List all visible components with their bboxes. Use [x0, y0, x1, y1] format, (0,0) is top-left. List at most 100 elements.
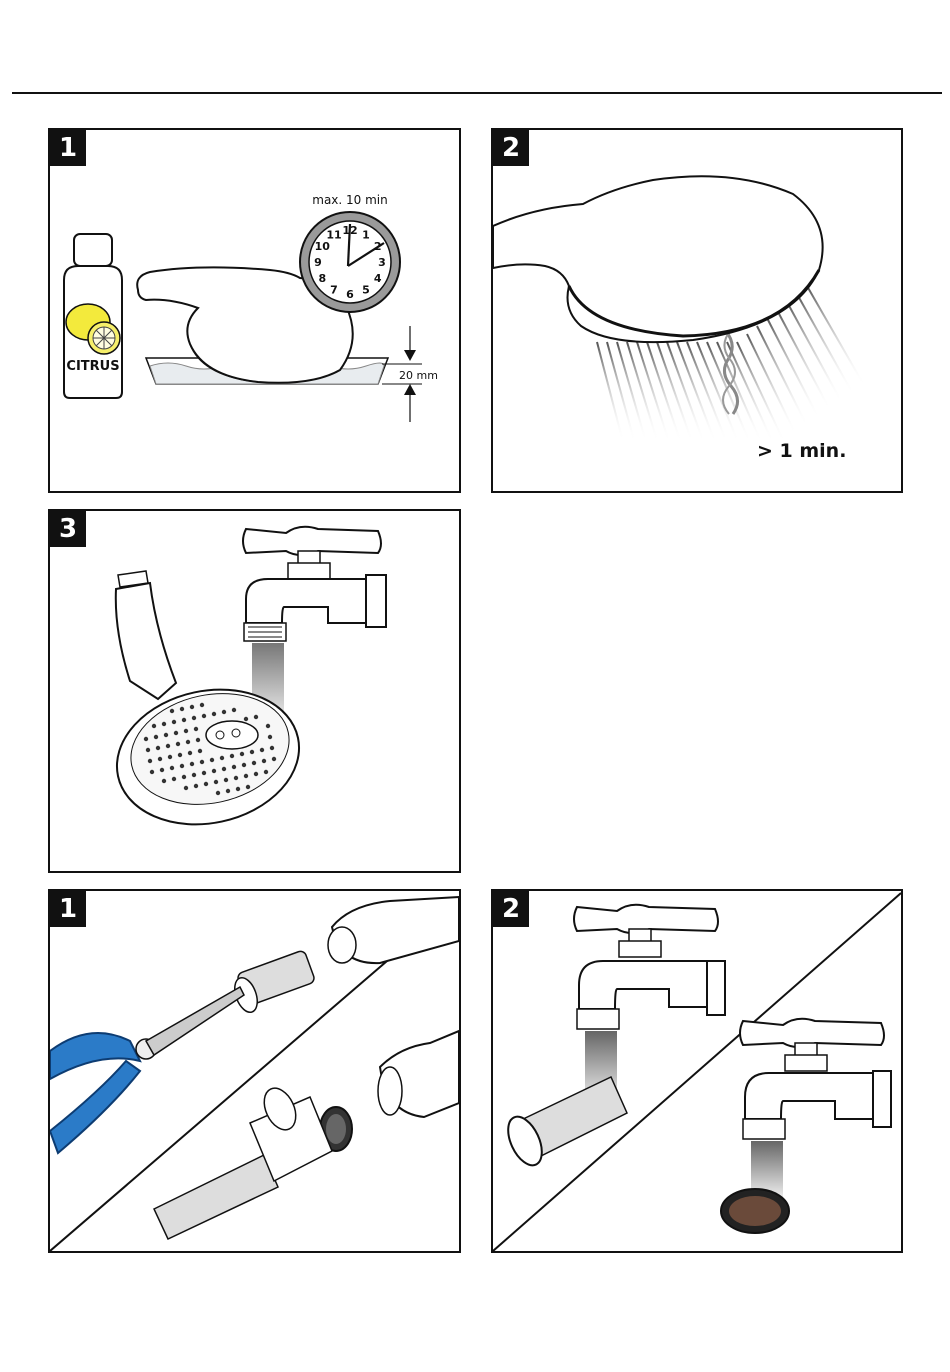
panel-step-1-soak: 1 CITRUS max. 10 min: [48, 128, 461, 493]
filter-screen: [721, 1189, 789, 1233]
nozzle-hole: [226, 789, 230, 793]
nozzle-hole: [184, 729, 188, 733]
nozzle-hole: [240, 752, 244, 756]
nozzle-hole: [180, 764, 184, 768]
clock-numeral: 3: [378, 256, 386, 269]
bottle-label: CITRUS: [66, 359, 119, 374]
clock: max. 10 min 121234567891011: [300, 193, 400, 312]
nozzle-hole: [166, 744, 170, 748]
filter-removal-illustration: [50, 891, 459, 1251]
nozzle-hole: [212, 712, 216, 716]
clock-numeral: 8: [318, 272, 326, 285]
nozzle-hole: [170, 709, 174, 713]
nozzle-hole: [210, 758, 214, 762]
filter-body: [154, 1083, 332, 1239]
step-number-badge: 2: [493, 130, 529, 166]
filter-insert-top: [230, 950, 315, 1016]
nozzle-hole: [232, 765, 236, 769]
nozzle-hole: [212, 769, 216, 773]
nozzle-hole: [246, 785, 250, 789]
spray-stream: [717, 342, 761, 442]
step-number-badge: 1: [50, 891, 86, 927]
nozzle-hole: [232, 708, 236, 712]
clock-numeral: 1: [362, 228, 370, 241]
step-number-badge: 3: [50, 511, 86, 547]
nozzle-hole: [152, 724, 156, 728]
clock-caption: max. 10 min: [312, 193, 388, 207]
nozzle-hole: [194, 784, 198, 788]
nozzle-hole: [250, 750, 254, 754]
rinse-illustration: [493, 130, 901, 491]
clock-numeral: 10: [315, 240, 331, 253]
nozzle-hole: [254, 772, 258, 776]
nozzle-hole: [190, 705, 194, 709]
nozzle-hole: [190, 762, 194, 766]
nozzle-hole: [270, 746, 274, 750]
nozzle-hole: [172, 777, 176, 781]
spray-stream: [747, 334, 796, 434]
nozzle-hole: [234, 776, 238, 780]
nozzle-hole: [196, 738, 200, 742]
nozzle-hole: [216, 791, 220, 795]
spray-stream: [757, 326, 807, 426]
nozzle-hole: [264, 770, 268, 774]
nozzle-hole: [230, 754, 234, 758]
nozzle-hole: [192, 773, 196, 777]
nozzle-hole: [214, 780, 218, 784]
filter-insert: [501, 1077, 627, 1170]
step-number-badge: 1: [50, 130, 86, 166]
clock-numeral: 5: [362, 284, 370, 297]
header-rule: [12, 92, 942, 94]
citrus-bottle: CITRUS: [64, 234, 122, 398]
nozzle-hole: [244, 774, 248, 778]
nozzle-hole: [182, 775, 186, 779]
spray-stream: [677, 342, 715, 442]
faucet-top: [574, 905, 725, 1029]
nozzle-hole: [202, 714, 206, 718]
nozzle-hole: [202, 771, 206, 775]
nozzle-hole: [224, 778, 228, 782]
nozzle-hole: [268, 735, 272, 739]
nozzle-hole: [254, 715, 258, 719]
panel-step-2-rinse: 2 > 1 min.: [491, 128, 903, 493]
nozzle-hole: [172, 720, 176, 724]
nozzle-hole: [192, 716, 196, 720]
nozzle-hole: [144, 737, 148, 741]
nozzle-hole: [182, 718, 186, 722]
nozzle-hole: [198, 749, 202, 753]
nozzle-hole: [162, 722, 166, 726]
hose-end-bottom: [378, 1031, 459, 1117]
spray-stream: [777, 310, 830, 410]
nozzle-hole: [200, 760, 204, 764]
nozzle-hole: [242, 763, 246, 767]
nozzle-hole: [160, 768, 164, 772]
shower-head: [493, 176, 823, 342]
spray-stream: [767, 318, 819, 418]
nozzle-hole: [180, 707, 184, 711]
nozzle-hole: [154, 735, 158, 739]
nozzle-hole: [194, 727, 198, 731]
spray-stream: [807, 286, 865, 386]
nozzle-hole: [200, 703, 204, 707]
nozzle-hole: [178, 753, 182, 757]
step-number-badge: 2: [493, 891, 529, 927]
nozzle-hole: [170, 766, 174, 770]
nozzle-hole: [184, 786, 188, 790]
nozzle-hole: [262, 759, 266, 763]
nozzle-hole: [158, 757, 162, 761]
panel-filter-step-1: 1: [48, 889, 461, 1253]
spray-stream: [597, 342, 623, 442]
nozzle-hole: [266, 724, 270, 728]
nozzle-hole: [146, 748, 150, 752]
depth-marker: 20 mm: [382, 326, 438, 422]
nozzle-hole: [174, 731, 178, 735]
panel-step-3-flush: 3: [48, 509, 461, 873]
flush-illustration: [50, 511, 459, 871]
clock-numeral: 11: [326, 228, 341, 241]
spray-stream: [687, 342, 727, 442]
faucet: [243, 527, 386, 641]
nozzle-hole: [150, 770, 154, 774]
pliers: [50, 987, 244, 1153]
soak-illustration: CITRUS max. 10 min 121234567891011: [50, 130, 459, 491]
nozzle-hole: [236, 787, 240, 791]
